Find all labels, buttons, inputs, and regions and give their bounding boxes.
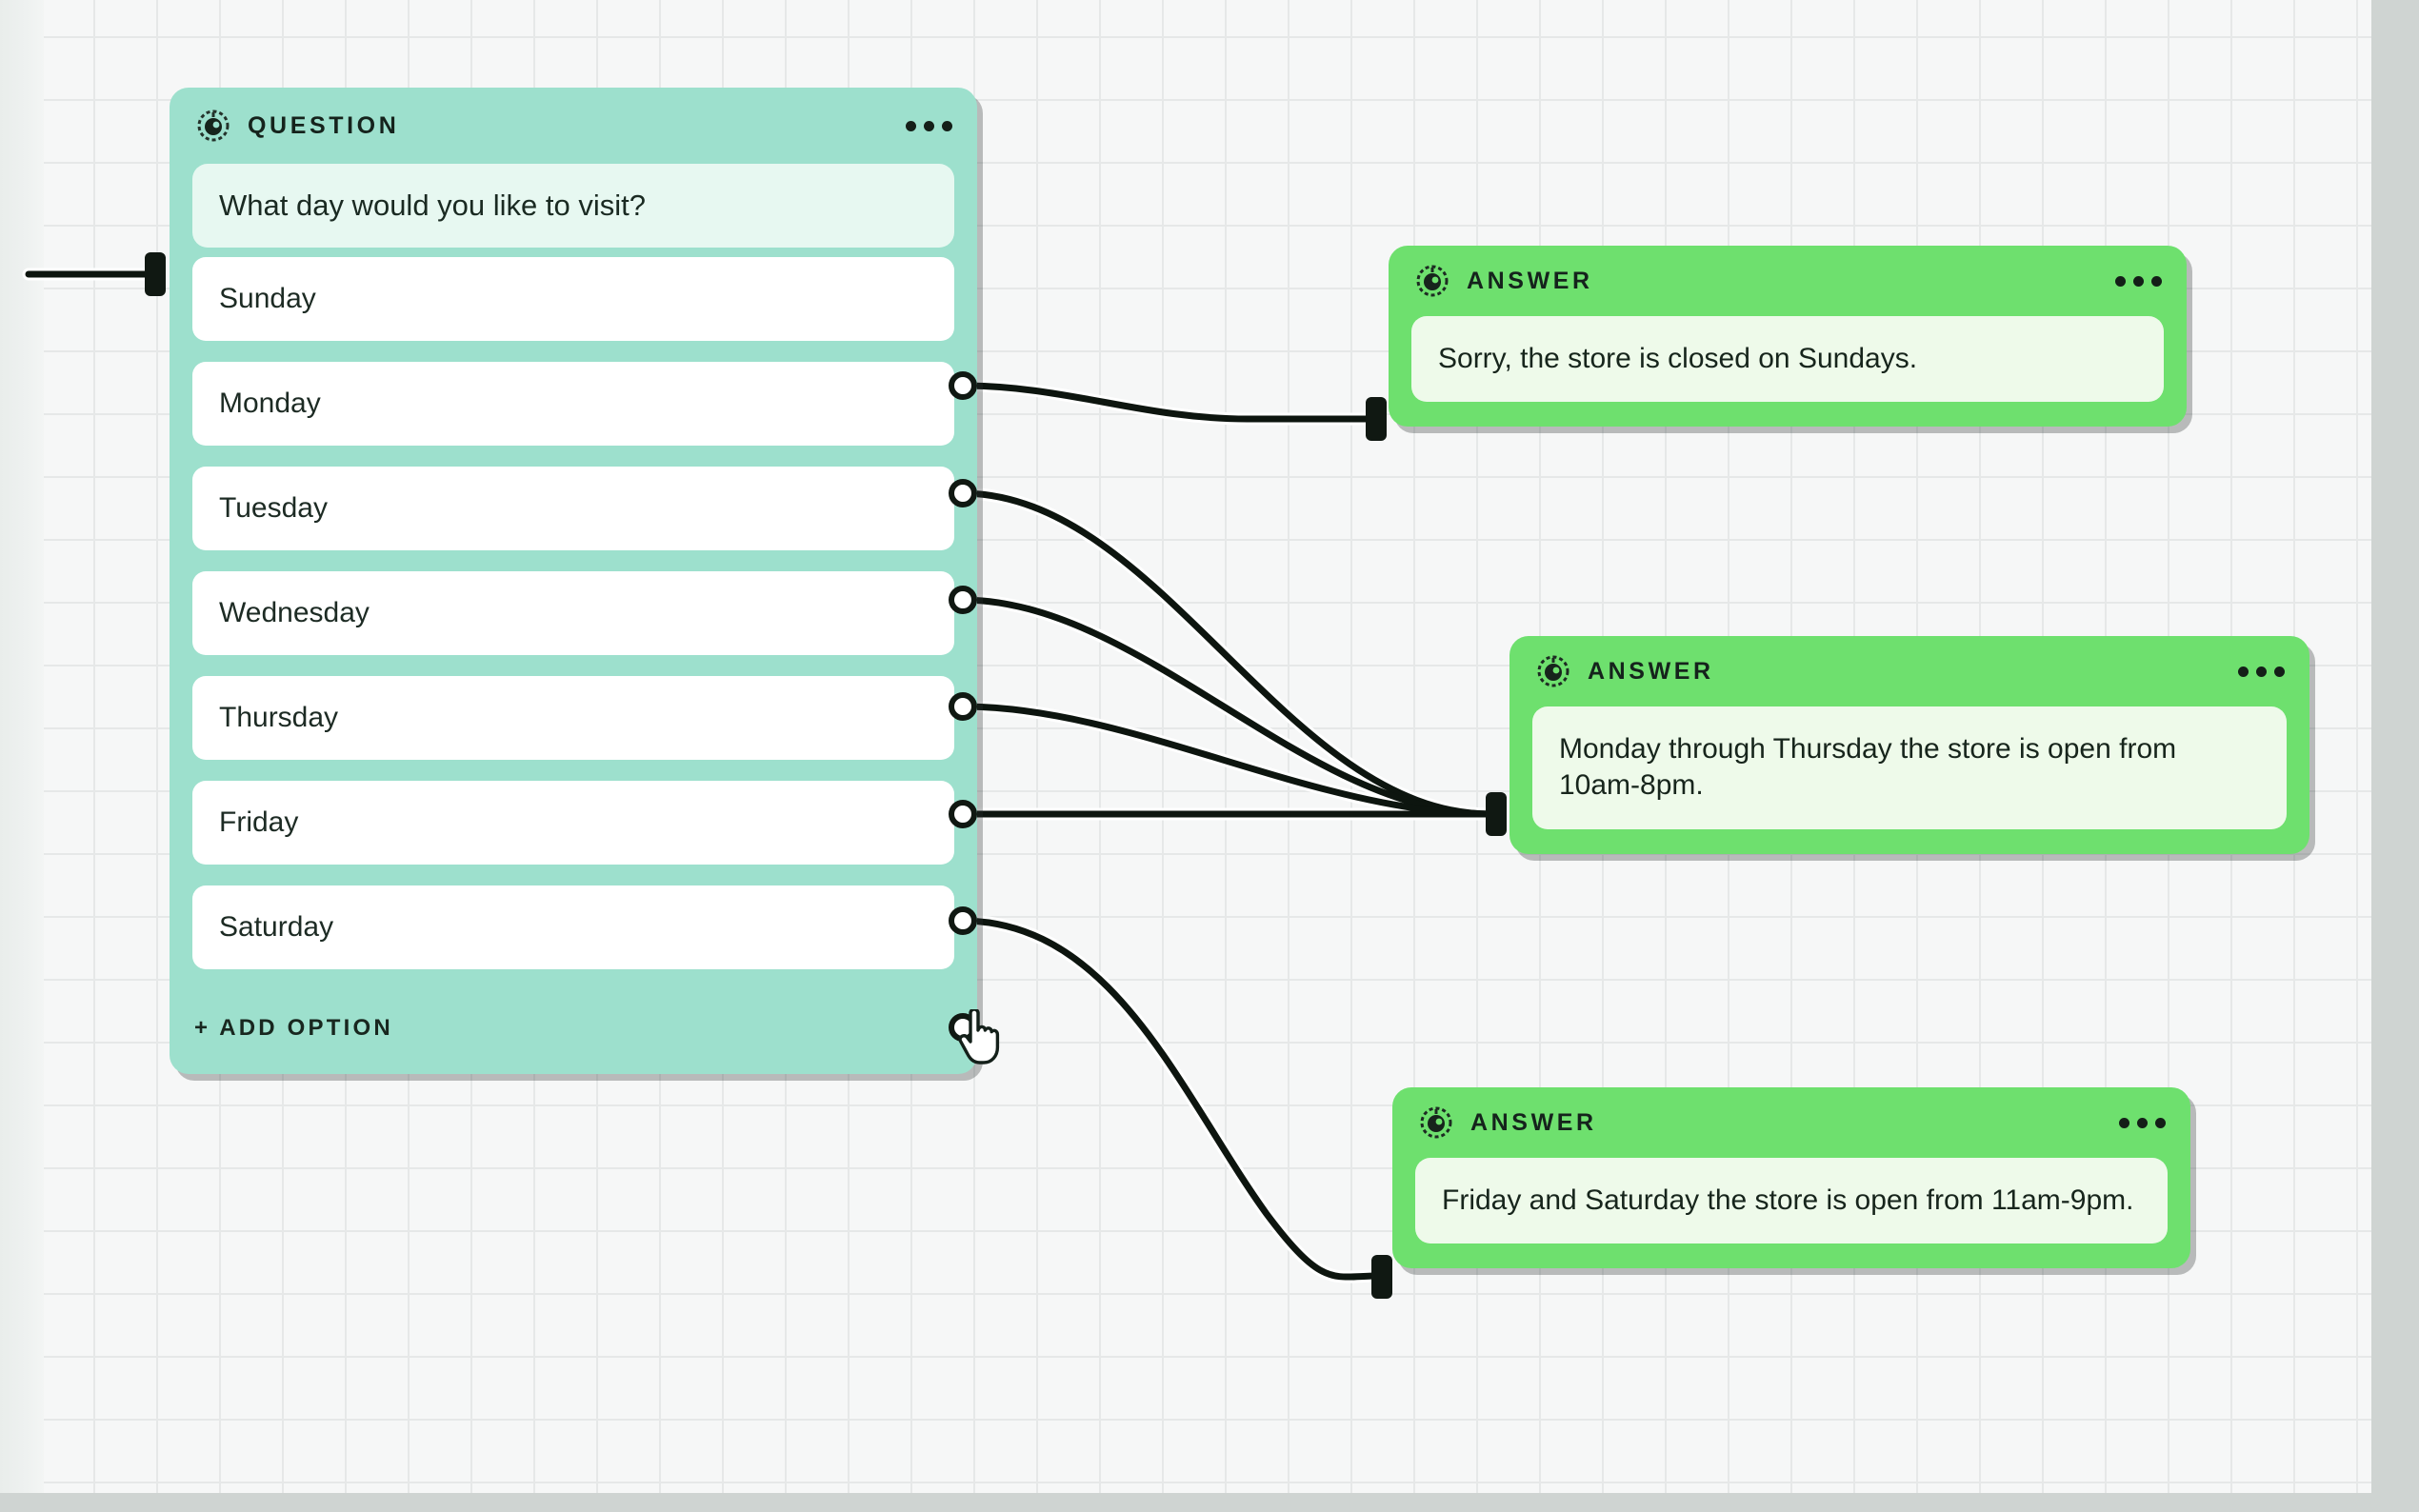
answer-3-input-port[interactable] bbox=[1371, 1255, 1392, 1299]
canvas-bottom-edge bbox=[0, 1493, 2419, 1512]
more-options-icon[interactable] bbox=[2115, 275, 2162, 287]
option-row-tuesday[interactable]: Tuesday bbox=[192, 467, 954, 550]
answer-node-header: ANSWER bbox=[1509, 636, 2309, 706]
question-node[interactable]: QUESTION What day would you like to visi… bbox=[170, 88, 977, 1074]
answer-2-input-port[interactable] bbox=[1486, 792, 1507, 836]
more-options-icon[interactable] bbox=[2119, 1117, 2166, 1128]
output-port-sunday[interactable] bbox=[949, 371, 977, 400]
output-port-friday[interactable] bbox=[949, 906, 977, 935]
chat-bot-icon bbox=[1415, 264, 1449, 298]
answer-1-input-port[interactable] bbox=[1366, 397, 1387, 441]
question-node-header: QUESTION bbox=[170, 88, 977, 164]
output-port-monday[interactable] bbox=[949, 479, 977, 507]
option-label: Friday bbox=[219, 806, 299, 838]
question-node-title: QUESTION bbox=[248, 111, 400, 139]
option-label: Monday bbox=[219, 388, 321, 419]
output-port-thursday[interactable] bbox=[949, 800, 977, 828]
answer-node-header: ANSWER bbox=[1389, 246, 2187, 316]
answer-text-field[interactable]: Friday and Saturday the store is open fr… bbox=[1415, 1158, 2168, 1244]
more-options-icon[interactable] bbox=[906, 120, 952, 131]
option-row-thursday[interactable]: Thursday bbox=[192, 676, 954, 760]
answer-node-3[interactable]: ANSWER Friday and Saturday the store is … bbox=[1392, 1087, 2190, 1269]
option-row-saturday[interactable]: Saturday bbox=[192, 885, 954, 969]
canvas-right-edge bbox=[2371, 0, 2419, 1512]
answer-node-title: ANSWER bbox=[1467, 267, 1593, 294]
answer-text-field[interactable]: Sorry, the store is closed on Sundays. bbox=[1411, 316, 2164, 403]
option-row-monday[interactable]: Monday bbox=[192, 362, 954, 446]
option-label: Thursday bbox=[219, 702, 339, 733]
option-label: Wednesday bbox=[219, 597, 370, 628]
question-input-port[interactable] bbox=[145, 252, 166, 296]
more-options-icon[interactable] bbox=[2238, 666, 2285, 677]
answer-node-1[interactable]: ANSWER Sorry, the store is closed on Sun… bbox=[1389, 246, 2187, 428]
option-label: Sunday bbox=[219, 283, 316, 314]
chat-bot-icon bbox=[1536, 654, 1570, 688]
add-option-button[interactable]: + ADD OPTION bbox=[194, 1015, 393, 1041]
answer-node-header: ANSWER bbox=[1392, 1087, 2190, 1158]
answer-node-title: ANSWER bbox=[1588, 657, 1714, 685]
chat-bot-icon bbox=[196, 109, 230, 143]
canvas-left-edge bbox=[0, 0, 44, 1512]
answer-node-2[interactable]: ANSWER Monday through Thursday the store… bbox=[1509, 636, 2309, 854]
option-label: Tuesday bbox=[219, 492, 328, 524]
question-options-list: Sunday Monday Tuesday Wednesday Thursday… bbox=[170, 257, 977, 969]
option-row-sunday[interactable]: Sunday bbox=[192, 257, 954, 341]
output-port-wednesday[interactable] bbox=[949, 692, 977, 721]
option-row-friday[interactable]: Friday bbox=[192, 781, 954, 865]
option-row-wednesday[interactable]: Wednesday bbox=[192, 571, 954, 655]
output-port-saturday[interactable] bbox=[949, 1013, 977, 1042]
output-port-tuesday[interactable] bbox=[949, 586, 977, 614]
chat-bot-icon bbox=[1419, 1105, 1453, 1140]
option-label: Saturday bbox=[219, 911, 334, 943]
answer-text-field[interactable]: Monday through Thursday the store is ope… bbox=[1532, 706, 2287, 829]
question-prompt-field[interactable]: What day would you like to visit? bbox=[192, 164, 954, 248]
answer-node-title: ANSWER bbox=[1470, 1108, 1597, 1136]
